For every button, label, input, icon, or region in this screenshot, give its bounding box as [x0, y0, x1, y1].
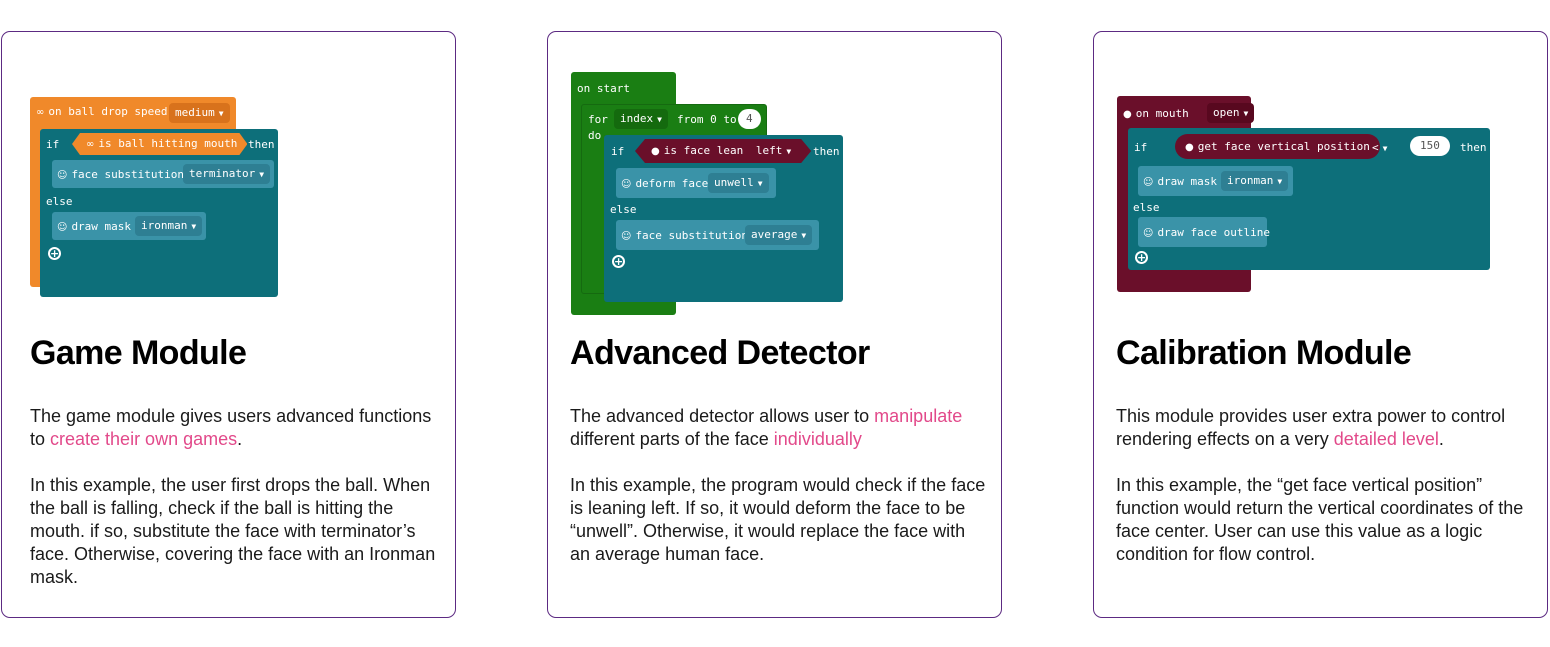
game-module-code-blocks: ∞on ball drop speed medium▼ if ∞is ball …: [30, 97, 280, 297]
operator-dropdown[interactable]: <▼: [1372, 141, 1387, 154]
chevron-down-icon: ▼: [218, 109, 224, 118]
action2-label: draw face outline: [1157, 226, 1271, 239]
terminator-dropdown[interactable]: terminator▼: [183, 164, 271, 184]
for-keyword: for: [588, 113, 608, 126]
on-start-label: on start: [577, 82, 630, 95]
gamepad-icon: ∞: [86, 139, 95, 150]
condition-label: is ball hitting mouth: [98, 137, 238, 150]
chevron-down-icon: ▼: [801, 231, 807, 240]
compare-value[interactable]: 150: [1410, 136, 1450, 156]
info-icon: ●: [1123, 109, 1132, 120]
else-keyword: else: [610, 203, 637, 216]
loop-end-value[interactable]: 4: [738, 109, 761, 129]
draw-face-outline-block[interactable]: [1138, 217, 1267, 247]
index-value: index: [620, 112, 654, 125]
action2-value: average: [751, 228, 798, 241]
ironman-dropdown[interactable]: ironman▼: [135, 216, 203, 236]
face-icon: ☺: [1143, 228, 1154, 239]
action1-label: deform face: [635, 177, 709, 190]
operator-value: <: [1372, 141, 1379, 154]
if-keyword: if: [1134, 141, 1148, 154]
condition-block[interactable]: ●get face vertical position: [1175, 134, 1380, 159]
highlight-link[interactable]: manipulate: [874, 406, 963, 426]
highlight-link[interactable]: detailed level: [1333, 429, 1439, 449]
if-keyword: if: [611, 145, 625, 158]
calibration-module-card: ●on mouth open▼ if ●get face vertical po…: [1093, 31, 1548, 618]
highlight-link[interactable]: individually: [773, 429, 862, 449]
chevron-down-icon: ▼: [191, 222, 197, 231]
unwell-dropdown[interactable]: unwell▼: [708, 173, 769, 193]
face-icon: ☺: [57, 170, 68, 181]
condition-block[interactable]: ●is face lean left▼: [635, 139, 811, 163]
face-icon: ☺: [1143, 177, 1154, 188]
then-keyword: then: [248, 138, 275, 151]
face-icon: ☺: [621, 179, 632, 190]
advanced-detector-card: on start for do index▼ from 0 to 4 if ●i…: [547, 31, 1002, 618]
info-icon: ●: [1185, 142, 1194, 153]
face-icon: ☺: [621, 231, 632, 242]
else-keyword: else: [46, 195, 73, 208]
action2-label: face substitution: [635, 229, 749, 242]
event-label: on mouth: [1135, 107, 1189, 120]
chevron-down-icon: ▼: [657, 115, 662, 124]
condition-label: get face vertical position: [1197, 140, 1370, 153]
speed-dropdown[interactable]: medium▼: [169, 103, 230, 123]
mouth-value: open: [1213, 106, 1240, 119]
add-else-icon[interactable]: +: [1135, 251, 1148, 264]
action1-label: draw mask: [1157, 175, 1218, 188]
card-example: In this example, the program would check…: [570, 475, 986, 564]
from-label: from 0 to: [677, 113, 737, 126]
lean-dropdown[interactable]: left▼: [756, 144, 791, 157]
speed-value: medium: [175, 106, 215, 119]
advanced-detector-code-blocks: on start for do index▼ from 0 to 4 if ●i…: [571, 72, 846, 317]
else-keyword: else: [1133, 201, 1160, 214]
condition-label: is face lean: [663, 144, 744, 157]
action2-value: ironman: [141, 219, 188, 232]
action2-label: draw mask: [71, 220, 132, 233]
gamepad-icon: ∞: [36, 107, 45, 118]
info-icon: ●: [651, 146, 660, 157]
average-dropdown[interactable]: average▼: [745, 225, 813, 245]
ironman-dropdown[interactable]: ironman▼: [1221, 171, 1289, 191]
mouth-dropdown[interactable]: open▼: [1207, 103, 1255, 123]
card-title: Calibration Module: [1116, 334, 1412, 372]
action1-label: face substitution: [71, 168, 185, 181]
card-intro: The game module gives users advanced fun…: [30, 406, 432, 449]
chevron-down-icon: ▼: [1243, 109, 1249, 118]
if-keyword: if: [46, 138, 60, 151]
do-keyword: do: [588, 129, 602, 142]
add-else-icon[interactable]: +: [48, 247, 61, 260]
add-else-icon[interactable]: +: [612, 255, 625, 268]
chevron-down-icon: ▼: [1382, 144, 1388, 153]
chevron-down-icon: ▼: [757, 179, 763, 188]
card-title: Advanced Detector: [570, 334, 870, 372]
condition-block[interactable]: ∞is ball hitting mouth: [72, 133, 247, 155]
card-intro: This module provides user extra power to…: [1116, 406, 1506, 449]
highlight-link[interactable]: create their own games: [50, 429, 238, 449]
action1-value: terminator: [189, 167, 256, 180]
then-keyword: then: [1460, 141, 1487, 154]
then-keyword: then: [813, 145, 840, 158]
lean-value: left: [755, 144, 783, 157]
event-label: on ball drop speed: [48, 105, 168, 118]
action1-value: ironman: [1227, 174, 1274, 187]
index-dropdown[interactable]: index▼: [614, 109, 668, 129]
card-intro: The advanced detector allows user to man…: [570, 406, 963, 449]
chevron-down-icon: ▼: [259, 170, 265, 179]
card-title: Game Module: [30, 334, 247, 372]
face-icon: ☺: [57, 222, 68, 233]
chevron-down-icon: ▼: [1277, 177, 1283, 186]
game-module-card: ∞on ball drop speed medium▼ if ∞is ball …: [1, 31, 456, 618]
action1-value: unwell: [714, 176, 754, 189]
card-example: In this example, the user first drops th…: [30, 475, 436, 587]
chevron-down-icon: ▼: [786, 147, 792, 156]
calibration-code-blocks: ●on mouth open▼ if ●get face vertical po…: [1117, 96, 1492, 296]
card-example: In this example, the “get face vertical …: [1116, 475, 1524, 564]
